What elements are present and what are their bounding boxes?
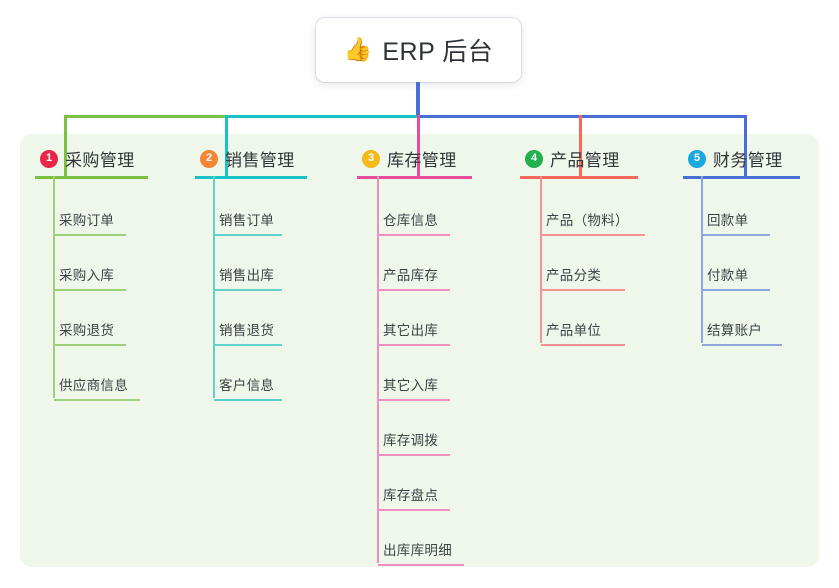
branch-item-underline: [378, 234, 450, 236]
branch-item[interactable]: 出库库明细: [378, 539, 464, 566]
branch-item-label: 采购退货: [59, 323, 115, 338]
branch-item-underline: [378, 509, 450, 511]
branch-item[interactable]: 产品单位: [541, 319, 625, 346]
branch-number-badge: 3: [362, 149, 380, 168]
thumbs-up-icon: 👍: [343, 35, 373, 62]
branch-item-underline: [214, 344, 282, 346]
branch-number-badge: 2: [200, 149, 218, 168]
bus-segment-0: [64, 115, 227, 118]
branch-item-underline: [214, 234, 282, 236]
branch-item[interactable]: 结算账户: [702, 319, 782, 346]
branch-item[interactable]: 客户信息: [214, 374, 282, 401]
branch-item-label: 销售退货: [219, 323, 275, 338]
bus-segment-3: [579, 115, 746, 118]
branch-item-label: 库存调拨: [383, 433, 439, 448]
branch-item-label: 产品（物料）: [546, 213, 629, 228]
branch-item-label: 客户信息: [219, 378, 275, 393]
branch-item-underline: [54, 234, 126, 236]
branch-item[interactable]: 采购入库: [54, 264, 126, 291]
branch-header-1[interactable]: 1 采购管理: [40, 146, 135, 171]
branch-item-label: 采购入库: [59, 268, 115, 283]
branch-item[interactable]: 库存盘点: [378, 484, 450, 511]
branch-item-label: 销售订单: [219, 213, 275, 228]
branch-item[interactable]: 采购退货: [54, 319, 126, 346]
branch-item-underline: [54, 289, 126, 291]
branch-number-badge: 5: [688, 149, 706, 168]
branch-title: 采购管理: [65, 151, 135, 170]
branch-item[interactable]: 回款单: [702, 209, 770, 236]
branch-item-label: 回款单: [707, 213, 749, 228]
branch-item[interactable]: 库存调拨: [378, 429, 450, 456]
branch-item-label: 销售出库: [219, 268, 275, 283]
branch-header-5[interactable]: 5 财务管理: [688, 146, 783, 171]
branch-title: 库存管理: [387, 151, 457, 170]
branch-item-label: 产品单位: [546, 323, 602, 338]
root-stem: [416, 82, 420, 118]
branch-item-underline: [214, 289, 282, 291]
branch-item-underline: [541, 344, 625, 346]
branch-item-label: 结算账户: [707, 323, 763, 338]
branch-item-underline: [702, 344, 782, 346]
branch-item-underline: [378, 399, 450, 401]
branch-item[interactable]: 供应商信息: [54, 374, 140, 401]
branch-item-label: 仓库信息: [383, 213, 439, 228]
branch-item[interactable]: 其它入库: [378, 374, 450, 401]
branch-item-label: 其它出库: [383, 323, 439, 338]
branch-number-badge: 4: [525, 149, 543, 168]
bus-segment-1: [225, 115, 419, 118]
branch-item-underline: [214, 399, 282, 401]
branch-item-label: 出库库明细: [383, 543, 452, 558]
branch-item[interactable]: 仓库信息: [378, 209, 450, 236]
branch-item[interactable]: 产品分类: [541, 264, 625, 291]
branch-item-label: 其它入库: [383, 378, 439, 393]
branch-item-underline: [378, 289, 450, 291]
branch-item[interactable]: 销售订单: [214, 209, 282, 236]
branch-item-label: 付款单: [707, 268, 749, 283]
branch-item-label: 库存盘点: [383, 488, 439, 503]
branch-item-label: 产品库存: [383, 268, 439, 283]
branch-item-label: 供应商信息: [59, 378, 128, 393]
branch-item[interactable]: 采购订单: [54, 209, 126, 236]
root-node-label: ERP 后台: [382, 38, 494, 66]
branch-item[interactable]: 产品库存: [378, 264, 450, 291]
branch-item-underline: [378, 564, 464, 566]
branch-title: 销售管理: [225, 151, 295, 170]
branch-item[interactable]: 产品（物料）: [541, 209, 645, 236]
branch-item[interactable]: 付款单: [702, 264, 770, 291]
bus-segment-2: [417, 115, 581, 118]
branch-item-underline: [541, 289, 625, 291]
branch-item-label: 采购订单: [59, 213, 115, 228]
branch-header-2[interactable]: 2 销售管理: [200, 146, 295, 171]
branch-panel: [20, 134, 819, 567]
branch-number-badge: 1: [40, 149, 58, 168]
branch-item[interactable]: 其它出库: [378, 319, 450, 346]
root-node[interactable]: 👍 ERP 后台: [316, 18, 521, 82]
branch-title: 产品管理: [550, 151, 620, 170]
branch-item-underline: [541, 234, 645, 236]
branch-item-label: 产品分类: [546, 268, 602, 283]
branch-item-underline: [54, 344, 126, 346]
branch-item[interactable]: 销售退货: [214, 319, 282, 346]
branch-header-4[interactable]: 4 产品管理: [525, 146, 620, 171]
branch-item-underline: [702, 289, 770, 291]
branch-item-underline: [378, 454, 450, 456]
branch-item-underline: [54, 399, 140, 401]
branch-item-underline: [702, 234, 770, 236]
branch-item-underline: [378, 344, 450, 346]
branch-title: 财务管理: [713, 151, 783, 170]
branch-item[interactable]: 销售出库: [214, 264, 282, 291]
branch-header-3[interactable]: 3 库存管理: [362, 146, 457, 171]
